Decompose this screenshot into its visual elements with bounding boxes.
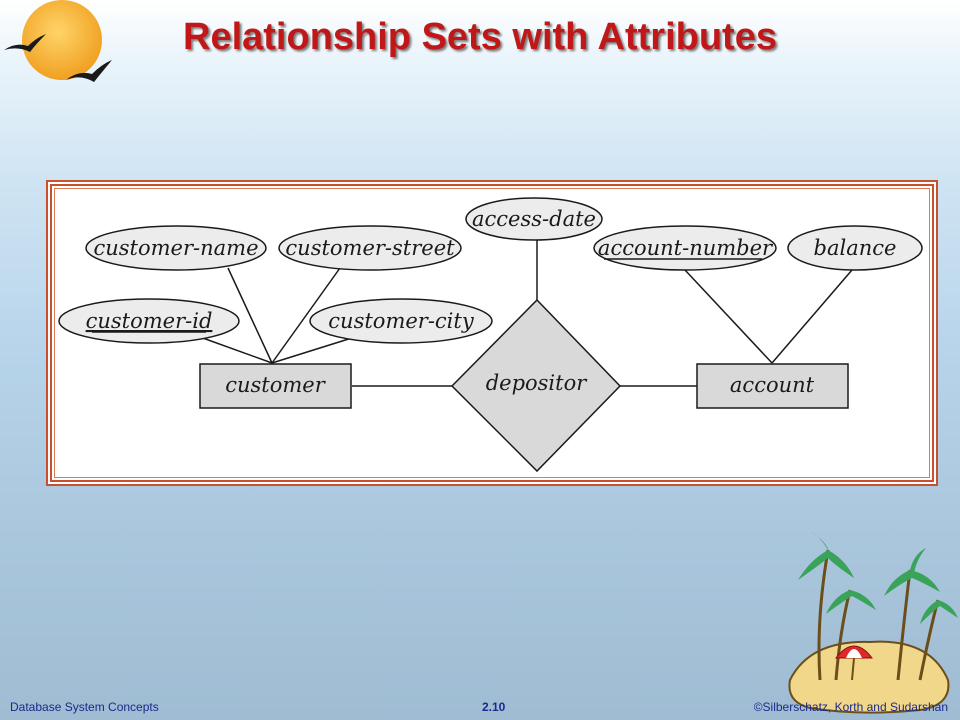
attribute-account-number: account-number xyxy=(593,225,777,271)
attribute-label: customer-street xyxy=(285,236,455,260)
palm-island-icon xyxy=(788,532,958,714)
key-attribute-label: account-number xyxy=(598,236,774,260)
sun-logo-icon xyxy=(4,0,112,82)
entity-customer: customer xyxy=(199,363,352,409)
beach-umbrella-icon xyxy=(834,645,874,681)
attribute-label: balance xyxy=(814,236,897,260)
attribute-customer-id: customer-id xyxy=(58,298,240,344)
attribute-label: customer-city xyxy=(328,309,475,333)
relationship-label: depositor xyxy=(486,371,589,395)
attribute-label: customer-name xyxy=(93,236,258,260)
attribute-label: access-date xyxy=(472,207,596,231)
key-attribute-label: customer-id xyxy=(86,309,213,333)
entity-account: account xyxy=(696,363,849,409)
relationship-depositor: depositor xyxy=(450,298,622,473)
slide-title: Relationship Sets with Attributes xyxy=(183,16,777,58)
entity-label: customer xyxy=(225,373,326,397)
entity-label: account xyxy=(730,373,815,397)
connector-lines xyxy=(199,240,853,387)
attribute-customer-city: customer-city xyxy=(309,298,493,344)
footer-copyright: ©Silberschatz, Korth and Sudarshan xyxy=(753,700,948,714)
footer-course-title: Database System Concepts xyxy=(10,700,159,714)
attribute-customer-street: customer-street xyxy=(278,225,462,271)
attribute-customer-name: customer-name xyxy=(85,225,267,271)
footer-page-number: 2.10 xyxy=(482,700,506,714)
attribute-balance: balance xyxy=(787,225,923,271)
attribute-access-date: access-date xyxy=(465,197,603,241)
